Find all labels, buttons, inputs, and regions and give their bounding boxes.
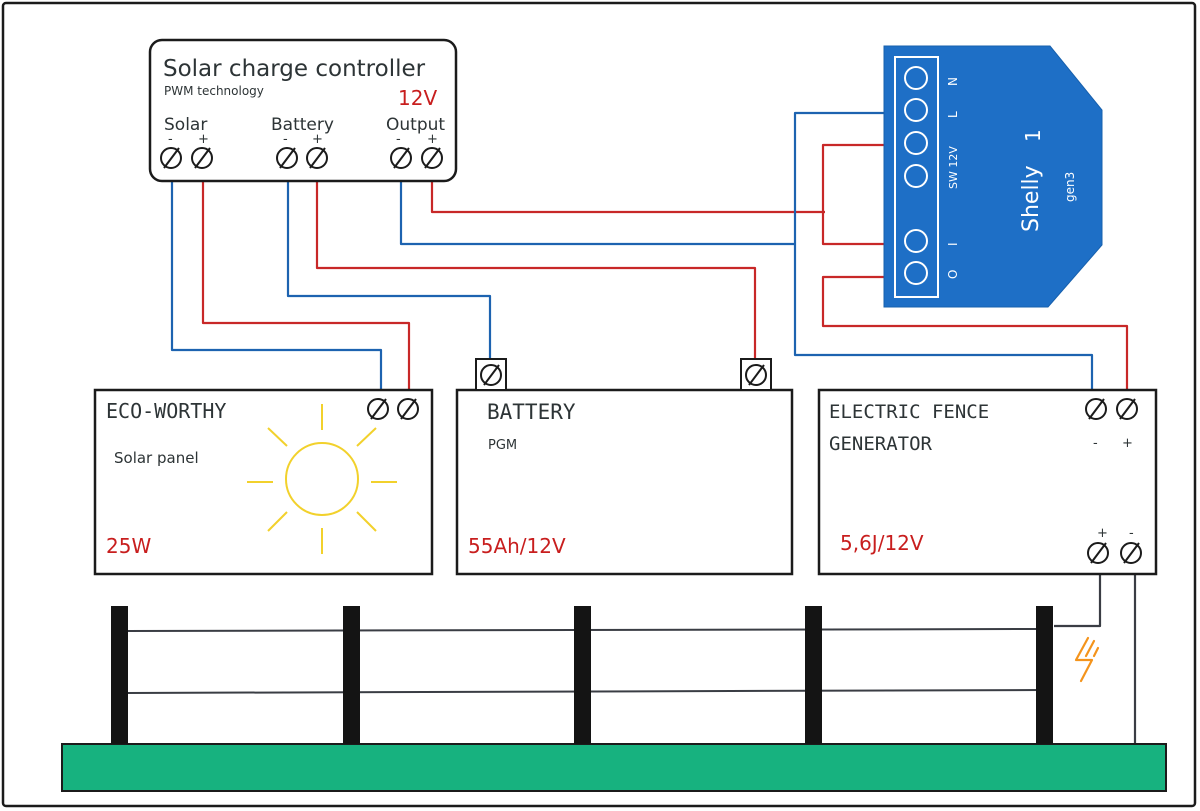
controller-terminal-battery-positive <box>306 147 328 169</box>
battery-terminal-positive <box>740 358 772 391</box>
generator-title-line2: GENERATOR <box>829 433 933 455</box>
solar-terminal-positive <box>397 398 419 420</box>
shelly-pin-sw: SW 12V <box>947 146 960 189</box>
generator-output-terminal-positive <box>1087 542 1109 564</box>
shelly-generation: gen3 <box>1063 172 1077 202</box>
shelly-model: 1 <box>1021 129 1045 142</box>
solar-panel: ECO-WORTHY Solar panel 25W <box>93 388 434 576</box>
fence-post <box>343 606 360 744</box>
battery-title: BATTERY <box>487 400 576 424</box>
controller-output-label: Output <box>386 115 445 135</box>
controller-battery-plus: + <box>312 132 323 147</box>
controller-terminal-solar-negative <box>160 147 182 169</box>
fence <box>61 606 1167 792</box>
wire-shelly-output <box>821 275 1129 392</box>
generator-input-plus: + <box>1122 436 1133 451</box>
solar-panel-label: Solar panel <box>114 449 199 467</box>
wire-solar-positive <box>201 178 411 392</box>
generator-input-terminal-positive <box>1116 398 1138 420</box>
controller-battery-label: Battery <box>271 115 334 135</box>
wire-output-positive <box>430 178 825 214</box>
shelly-terminal-strip <box>894 56 939 298</box>
solar-terminal-negative <box>367 398 389 420</box>
controller-terminal-battery-negative <box>276 147 298 169</box>
fence-post <box>111 606 128 744</box>
generator-input-minus: - <box>1093 436 1098 451</box>
generator-output-terminal-negative <box>1120 542 1142 564</box>
battery: BATTERY PGM 55Ah/12V <box>455 358 794 576</box>
controller-solar-minus: - <box>168 132 173 147</box>
wire-battery-positive <box>315 178 757 362</box>
fence-generator: ELECTRIC FENCE GENERATOR - + + - 5,6J/12… <box>817 388 1158 576</box>
controller-subtitle: PWM technology <box>164 84 264 98</box>
shelly-pin-i: I <box>946 242 960 246</box>
charge-controller: Solar charge controller PWM technology 1… <box>148 38 458 183</box>
wire-fence-live <box>1054 570 1102 628</box>
sun-icon <box>247 404 397 554</box>
battery-terminal-negative <box>475 358 507 391</box>
controller-solar-plus: + <box>198 132 209 147</box>
controller-voltage: 12V <box>398 86 437 110</box>
shelly-pin-n: N <box>946 77 960 86</box>
shelly-pin-l: L <box>946 111 960 118</box>
battery-capacity: 55Ah/12V <box>468 534 566 558</box>
wire-solar-negative <box>170 178 383 392</box>
generator-input-terminal-negative <box>1085 398 1107 420</box>
fence-post <box>574 606 591 744</box>
wires <box>170 111 1137 744</box>
controller-output-minus: - <box>396 132 401 147</box>
controller-terminal-output-negative <box>390 147 412 169</box>
controller-terminal-solar-positive <box>191 147 213 169</box>
controller-title: Solar charge controller <box>163 56 426 82</box>
controller-output-plus: + <box>427 132 438 147</box>
generator-rating: 5,6J/12V <box>840 531 924 555</box>
generator-title-line1: ELECTRIC FENCE <box>829 401 989 423</box>
wire-switch-loop <box>821 143 885 246</box>
lightning-icon <box>1074 636 1100 683</box>
generator-output-minus: - <box>1129 526 1134 541</box>
controller-terminal-output-positive <box>421 147 443 169</box>
generator-output-plus: + <box>1097 526 1108 541</box>
fence-post <box>805 606 822 744</box>
wire-neutral-bus <box>793 111 1094 392</box>
controller-solar-label: Solar <box>164 115 207 135</box>
battery-type: PGM <box>488 438 517 453</box>
shelly-brand: Shelly <box>1019 165 1044 232</box>
wire-battery-negative <box>286 178 492 362</box>
fence-post <box>1036 606 1053 744</box>
shelly-relay: N L SW 12V I O Shelly 1 gen3 <box>883 45 1103 308</box>
solar-panel-brand: ECO-WORTHY <box>106 399 226 423</box>
wire-output-negative <box>399 178 795 246</box>
shelly-pin-o: O <box>946 270 960 279</box>
solar-panel-power: 25W <box>106 534 151 558</box>
shelly-terminals <box>904 66 928 285</box>
ground <box>61 743 1167 792</box>
controller-battery-minus: - <box>283 132 288 147</box>
